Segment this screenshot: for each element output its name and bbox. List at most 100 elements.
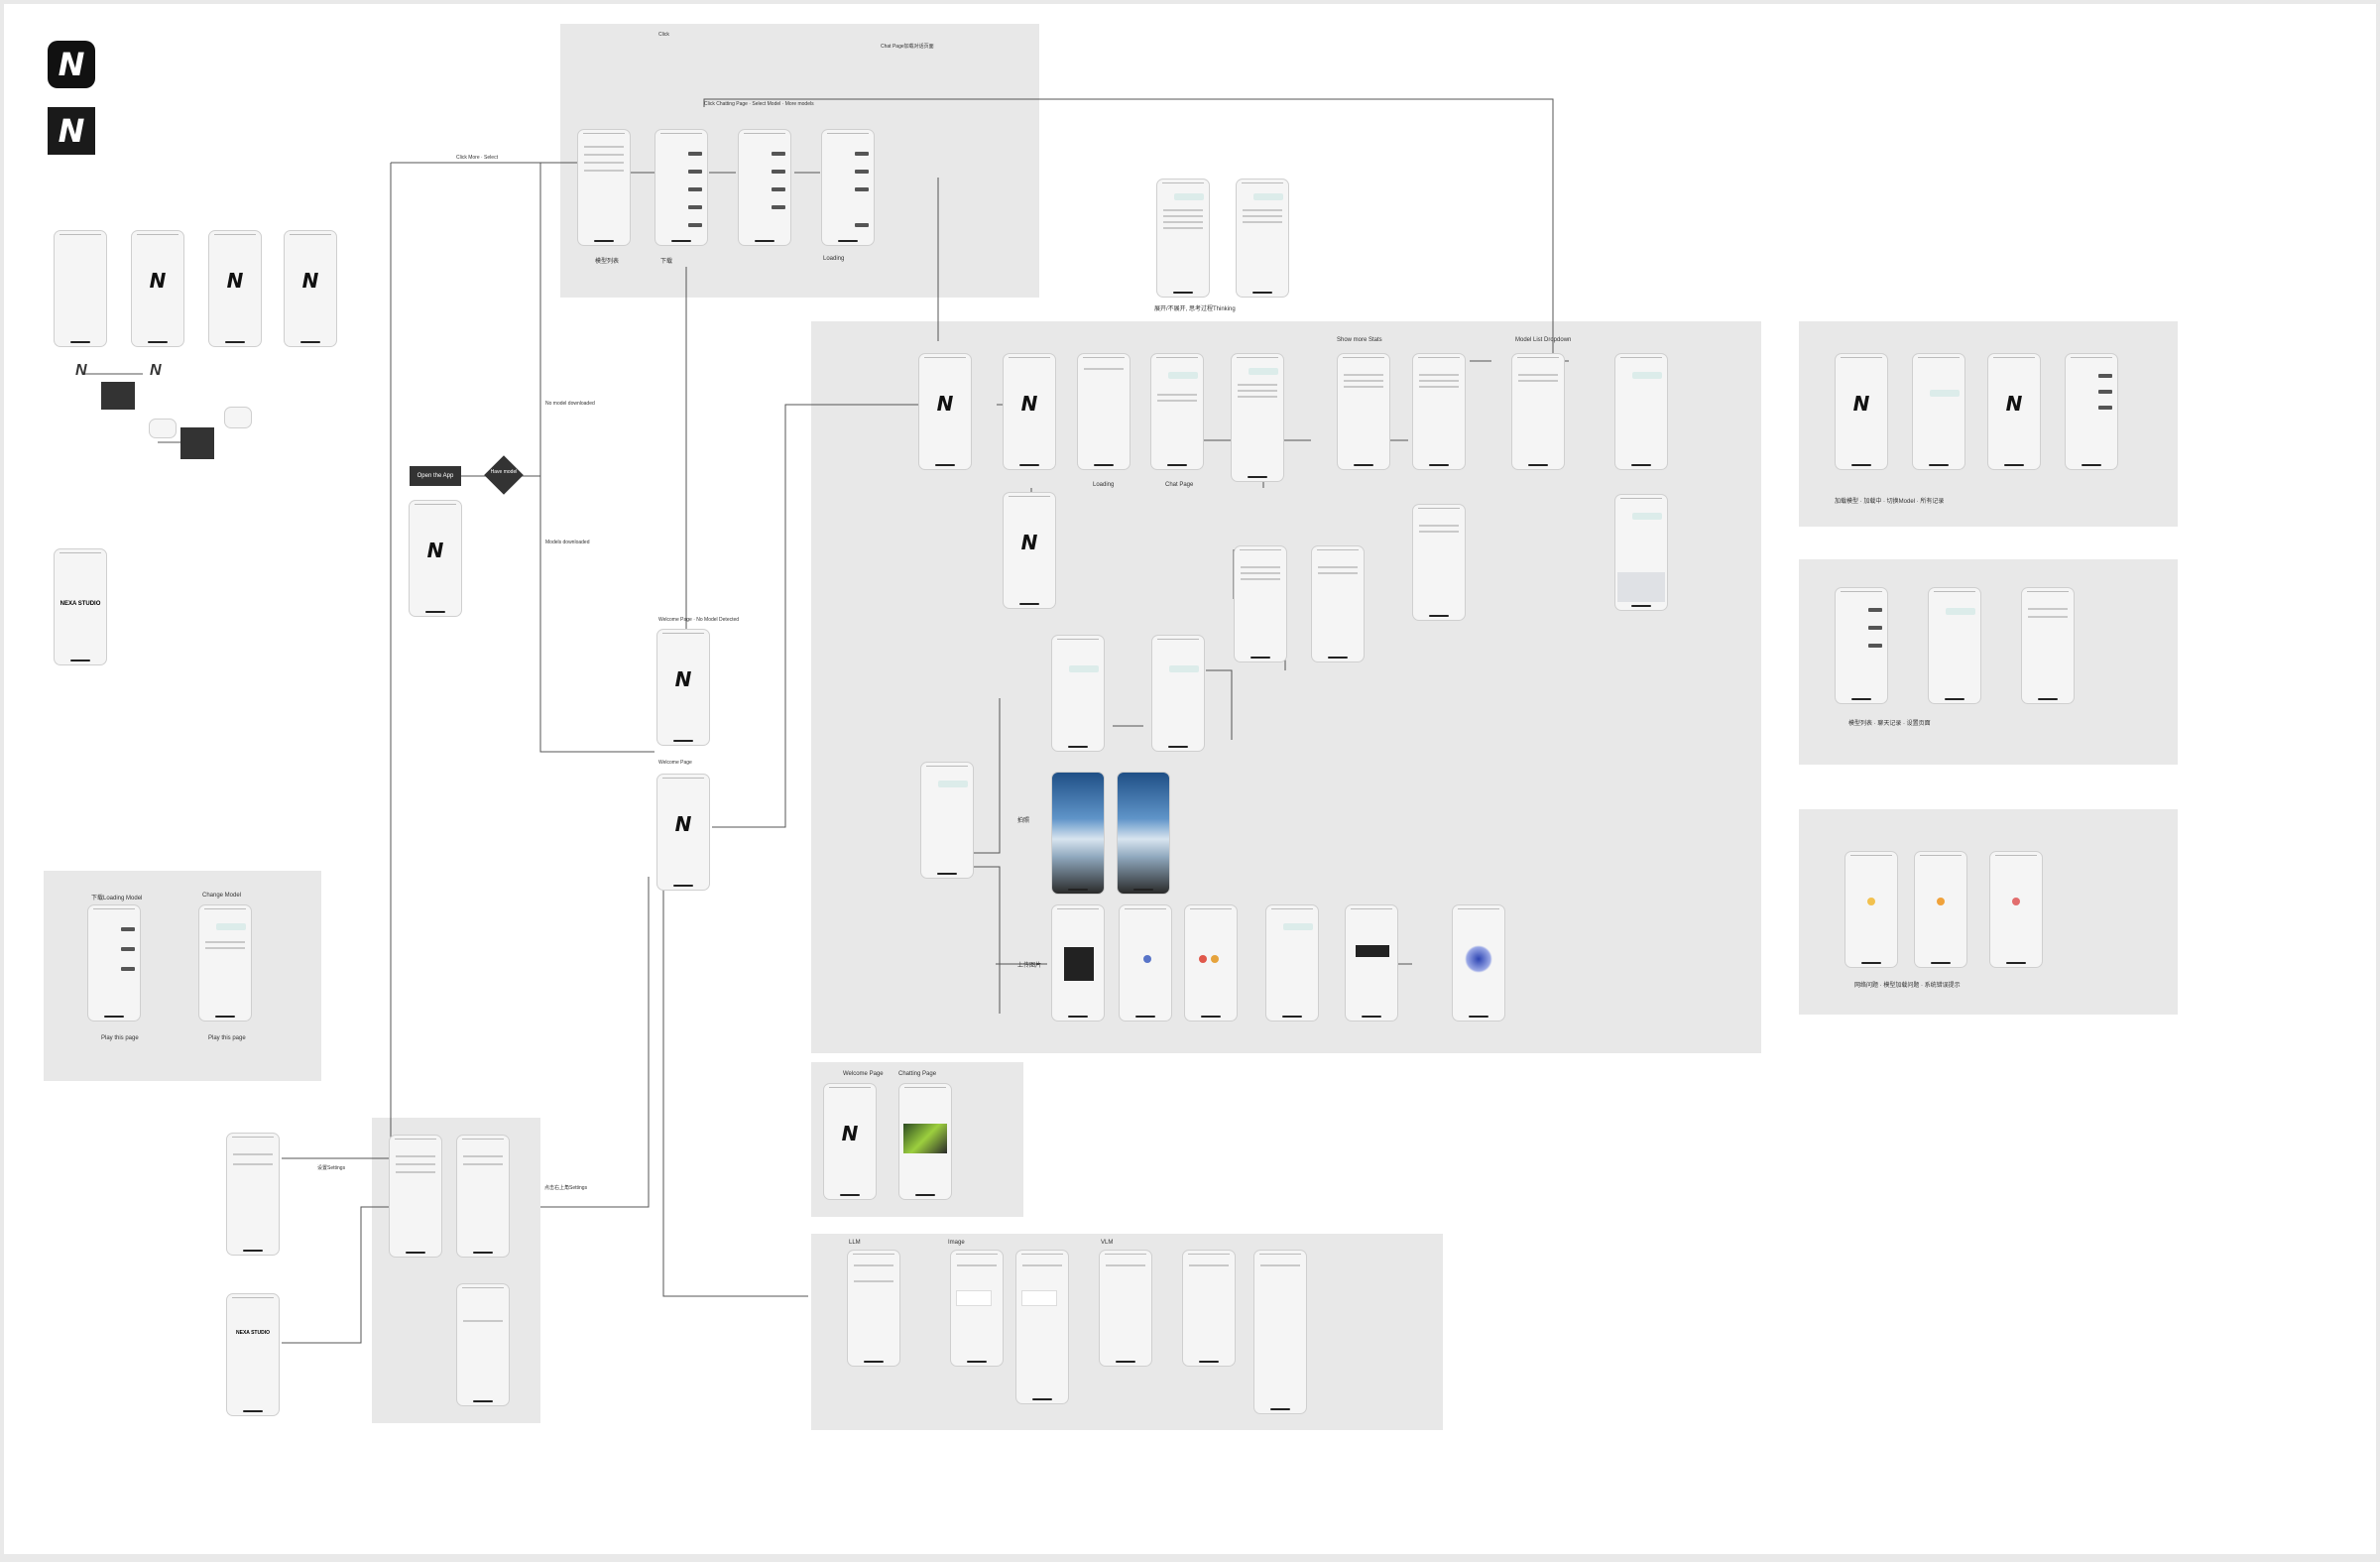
- caption-image: Image: [948, 1240, 965, 1246]
- screen-chat-page: [1150, 353, 1204, 470]
- right-c-3: [1989, 851, 2043, 968]
- screen-settings-b: [456, 1135, 510, 1258]
- mini-logo-a: N: [75, 362, 87, 379]
- mini-dark-card-a: [101, 382, 135, 410]
- screen-image-f: [1452, 904, 1505, 1021]
- edge-settings: 设置Settings: [317, 1165, 346, 1171]
- caption-show-more: Show more Stats: [1337, 337, 1382, 343]
- screen-welcome-no-model: N: [656, 629, 710, 746]
- caption-welcome-2: Welcome Page: [843, 1071, 884, 1077]
- screen-main-logo: N: [918, 353, 972, 470]
- caption-chat-page: Chat Page: [1165, 482, 1194, 488]
- screen-settings-left: [226, 1133, 280, 1256]
- screen-model-list: [577, 129, 631, 246]
- screen-upload-menu: [920, 762, 974, 879]
- screen-upload-a: [1051, 635, 1105, 752]
- screen-loading-top: [821, 129, 875, 246]
- caption-play-page: Play this page: [101, 1035, 139, 1041]
- caption-download: 下载: [660, 259, 673, 265]
- caption-upload: 上传图片: [1017, 963, 1042, 969]
- screen-image-b: [1119, 904, 1172, 1021]
- edge-model-downloaded: Models downloaded: [545, 540, 590, 545]
- screen-llm: [847, 1250, 900, 1367]
- screen-keyboard: [1614, 494, 1668, 611]
- screen-change-model: [198, 904, 252, 1021]
- screen-answer-c: [1412, 504, 1466, 621]
- mini-logo-b: N: [150, 362, 162, 379]
- screen-image-2: [1015, 1250, 1069, 1404]
- screen-show-more: [1337, 353, 1390, 470]
- mini-dark-card-b: [180, 427, 214, 459]
- screen-model-dropdown: [1511, 353, 1565, 470]
- right-a-4: [2065, 353, 2118, 470]
- screen-stats: [1412, 353, 1466, 470]
- right-b-3: [2021, 587, 2075, 704]
- caption-right-c: 网络问题 · 模型加载问题 · 系统错误提示: [1854, 983, 1961, 989]
- splash-logo-3: N: [284, 230, 337, 347]
- edge-click-chatting: Click Chatting Page · Select Model · Mor…: [704, 101, 814, 107]
- canvas-board: N N N N N N N NEXA STUDIO Open the App H…: [4, 4, 2376, 1554]
- screen-settings-a: [389, 1135, 442, 1258]
- screen-thinking-a: [1156, 179, 1210, 298]
- panel-top-flow: [560, 24, 1039, 298]
- right-b-2: [1928, 587, 1981, 704]
- screen-chat-b: [1231, 353, 1284, 482]
- right-a-3: N: [1987, 353, 2041, 470]
- splash-wordmark: NEXA STUDIO: [60, 601, 101, 607]
- edge-click-settings: 点击右上角Settings: [544, 1185, 588, 1191]
- edge-click-top: Click: [658, 32, 669, 38]
- edge-click-more: Click More · Select: [456, 155, 498, 161]
- screen-vlm-3: [1253, 1250, 1307, 1414]
- open-app-node: Open the App: [410, 466, 461, 486]
- right-a-2: [1912, 353, 1965, 470]
- caption-change-model: Change Model: [202, 893, 242, 899]
- caption-loading: Loading: [1093, 482, 1115, 488]
- caption-right-a: 加载模型 · 加载中 · 切换Model · 所有记录: [1835, 499, 1945, 505]
- screen-settings-c: [456, 1283, 510, 1406]
- screen-welcome-2: N: [823, 1083, 877, 1200]
- edge-no-model: No model downloaded: [545, 401, 595, 407]
- caption-model-list: 模型列表: [595, 259, 620, 265]
- screen-download: [654, 129, 708, 246]
- caption-download-model: 下载Loading Model: [91, 896, 143, 901]
- splash-nexa-studio: NEXA STUDIO: [54, 548, 107, 665]
- screen-answer-a: [1234, 545, 1287, 662]
- launch-splash: N: [409, 500, 462, 617]
- right-c-1: [1844, 851, 1898, 968]
- splash-logo-1: N: [131, 230, 184, 347]
- mini-frame-a: [149, 419, 177, 438]
- screen-welcome: N: [656, 774, 710, 891]
- screen-upload-b: [1151, 635, 1205, 752]
- screen-download-model: [87, 904, 141, 1021]
- screen-camera-b: [1117, 772, 1170, 895]
- splash-blank: [54, 230, 107, 347]
- screen-loading: [1077, 353, 1130, 470]
- edge-chat-page: Chat Page加载对话页面: [881, 44, 934, 50]
- right-a-1: N: [1835, 353, 1888, 470]
- screen-image-e: [1345, 904, 1398, 1021]
- screen-image-c: [1184, 904, 1238, 1021]
- screen-vlm-1: [1099, 1250, 1152, 1367]
- caption-loading-top: Loading: [823, 256, 845, 262]
- splash-logo-2: N: [208, 230, 262, 347]
- caption-vlm: VLM: [1101, 1240, 1114, 1246]
- caption-photo: 拍照: [1017, 818, 1030, 824]
- app-icon-square: N: [48, 107, 95, 155]
- caption-model-dropdown: Model List Dropdown: [1515, 337, 1572, 343]
- screen-image-d: [1265, 904, 1319, 1021]
- edge-welcome-no-model: Welcome Page · No Model Detected: [658, 617, 740, 623]
- screen-main-logo-2: N: [1003, 353, 1056, 470]
- app-icon-rounded: N: [48, 41, 95, 88]
- have-model-label: Have model: [490, 469, 518, 475]
- screen-answer-b: [1311, 545, 1365, 662]
- screen-image-1: [950, 1250, 1004, 1367]
- right-b-1: [1835, 587, 1888, 704]
- caption-play-page-2: Play this page: [208, 1035, 246, 1041]
- screen-nexa-about: NEXA STUDIO: [226, 1293, 280, 1416]
- mini-frame-b: [224, 407, 252, 428]
- screen-vlm-2: [1182, 1250, 1236, 1367]
- caption-llm: LLM: [849, 1240, 861, 1246]
- screen-dropdown-result: [1614, 353, 1668, 470]
- screen-image-a: [1051, 904, 1105, 1021]
- edge-welcome: Welcome Page: [658, 760, 692, 766]
